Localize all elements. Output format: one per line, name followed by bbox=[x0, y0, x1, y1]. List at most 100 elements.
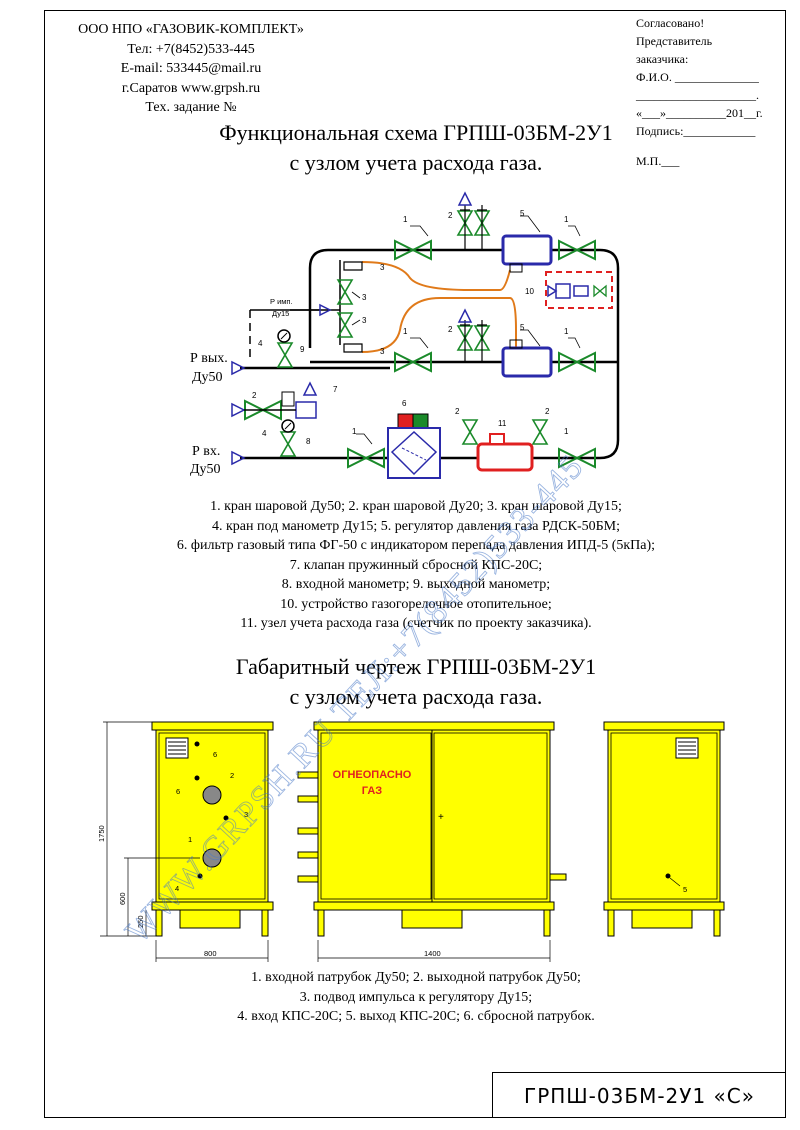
orange-tubes bbox=[361, 261, 517, 355]
legend2-item: 3. подвод импульса к регулятору Ду15; bbox=[299, 989, 533, 1005]
callout-2a: 2 bbox=[448, 211, 453, 220]
dim-height: 1750 bbox=[97, 825, 106, 842]
approval-agreed: Согласовано! bbox=[636, 16, 705, 30]
legend2-item: 4. вход КПС-20С; 5. выход КПС-20С; 6. сб… bbox=[237, 1009, 595, 1024]
callout-10: 10 bbox=[525, 287, 534, 296]
legend1-item: 4. кран под манометр Ду15; 5. регулятор … bbox=[211, 518, 620, 534]
legend1-item: 11. узел учета расхода газа (счетчик по … bbox=[240, 616, 592, 631]
side-callout-3: 3 bbox=[244, 810, 248, 819]
pipelines bbox=[240, 248, 620, 460]
callout-3a: 3 bbox=[362, 293, 367, 302]
cabinet-side-view bbox=[151, 721, 274, 937]
dim-width: 800 bbox=[204, 949, 217, 958]
dim-length: 1400 bbox=[424, 949, 441, 958]
company-name: ООО НПО «ГАЗОВИК-КОМПЛЕКТ» bbox=[78, 22, 304, 37]
cabinet-front-view: + bbox=[297, 721, 567, 937]
legend1-item: 8. входной манометр; 9. выходной маномет… bbox=[281, 577, 551, 592]
legend1-item: 1. кран шаровой Ду50; 2. кран шаровой Ду… bbox=[210, 499, 622, 514]
callout-1f: 1 bbox=[564, 427, 569, 436]
company-phone: Тел: +7(8452)533-445 bbox=[127, 41, 255, 57]
callout-2b: 2 bbox=[448, 325, 453, 334]
callout-9: 9 bbox=[300, 345, 305, 354]
callout-leaders bbox=[351, 215, 581, 445]
callout-7: 7 bbox=[333, 385, 338, 394]
regulator-top bbox=[501, 234, 553, 273]
impulse-line bbox=[249, 260, 341, 360]
side-callout-1: 1 bbox=[188, 835, 192, 844]
side-callout-6b: 6 bbox=[176, 787, 180, 796]
callout-3d: 3 bbox=[380, 347, 385, 356]
side-callout-4: 4 bbox=[175, 884, 179, 893]
right-callout-5: 5 bbox=[683, 885, 687, 894]
cabinet-right-view bbox=[603, 721, 725, 937]
svg-text:+: + bbox=[438, 812, 444, 823]
callout-2c: 2 bbox=[252, 391, 257, 400]
approval-line: ____________________. bbox=[636, 88, 759, 102]
callout-5b: 5 bbox=[520, 323, 525, 332]
drawing-title-1: Габаритный чертеж ГРПШ-03БМ-2У1 bbox=[235, 654, 597, 679]
approval-fio: Ф.И.О. ______________ bbox=[636, 70, 759, 84]
side-view-callouts: 6 2 6 3 1 4 bbox=[175, 750, 248, 893]
p-imp-label-1: Р имп. bbox=[270, 297, 293, 306]
legend-functional: 1. кран шаровой Ду50; 2. кран шаровой Ду… bbox=[46, 497, 786, 634]
side-callout-6a: 6 bbox=[213, 750, 217, 759]
callout-1c: 1 bbox=[403, 327, 408, 336]
callout-8: 8 bbox=[306, 437, 311, 446]
manometers bbox=[277, 329, 295, 433]
callout-1d: 1 bbox=[564, 327, 569, 336]
callout-2e: 2 bbox=[545, 407, 550, 416]
legend1-item: 7. клапан пружинный сбросной КПС-20С; bbox=[289, 557, 543, 573]
regulator-bottom bbox=[501, 339, 553, 378]
callout-3c: 3 bbox=[380, 263, 385, 272]
legend-dimensional: 1. входной патрубок Ду50; 2. выходной па… bbox=[46, 968, 786, 1027]
callout-4a: 4 bbox=[258, 339, 263, 348]
tech-task: Тех. задание № bbox=[145, 100, 237, 115]
sheet-border bbox=[44, 10, 786, 1118]
company-city-site: г.Саратов www.grpsh.ru bbox=[121, 80, 261, 96]
company-email: E-mail: 533445@mail.ru bbox=[120, 61, 262, 76]
side-dimensions: 1750 600 250 800 bbox=[97, 825, 217, 958]
relief-arrows bbox=[231, 191, 558, 466]
p-imp-label-2: Ду15 bbox=[272, 309, 289, 318]
approval-block: Согласовано! Представитель заказчика: Ф.… bbox=[636, 14, 786, 170]
title-stamp: ГРПШ-03БМ-2У1 «С» bbox=[492, 1072, 786, 1118]
warning-line-1: ОГНЕОПАСНО bbox=[333, 769, 412, 781]
drawing-title-2: с узлом учета расхода газа. bbox=[289, 684, 543, 709]
relief-valve bbox=[244, 391, 317, 419]
callout-6: 6 bbox=[402, 399, 407, 408]
burner-device bbox=[545, 271, 613, 309]
callout-2d: 2 bbox=[455, 407, 460, 416]
approval-rep2: заказчика: bbox=[636, 52, 689, 66]
gas-meter bbox=[476, 433, 534, 472]
scheme-title-2: с узлом учета расхода газа. bbox=[289, 150, 543, 175]
legend1-item: 6. фильтр газовый типа ФГ-50 с индикатор… bbox=[176, 538, 656, 553]
impulse-blocks bbox=[343, 209, 487, 353]
scheme-title-1: Функциональная схема ГРПШ-03БМ-2У1 bbox=[219, 120, 613, 145]
dim-250: 250 bbox=[136, 915, 145, 928]
pressure-labels: Р вых. Ду50 Р вх. Ду50 bbox=[190, 351, 228, 477]
side-dimension-lines bbox=[100, 721, 269, 962]
warning-text: ОГНЕОПАСНО ГАЗ bbox=[333, 769, 412, 797]
approval-seal: М.П.___ bbox=[636, 154, 680, 168]
approval-date: «___»__________201__г. bbox=[636, 106, 763, 120]
p-in-label-2: Ду50 bbox=[190, 462, 221, 477]
legend1-item: 10. устройство газогорелочное отопительн… bbox=[280, 596, 552, 612]
callout-numbers: 1 1 1 1 1 1 2 2 2 2 2 3 3 3 3 4 4 5 5 6 … bbox=[252, 209, 569, 446]
valves-vertical bbox=[277, 205, 548, 457]
approval-signature: Подпись:____________ bbox=[636, 124, 756, 138]
warning-line-2: ГАЗ bbox=[362, 785, 382, 797]
front-dimension-lines bbox=[317, 940, 551, 962]
p-in-label-1: Р вх. bbox=[192, 444, 220, 459]
p-out-label-1: Р вых. bbox=[190, 351, 228, 366]
side-callout-2: 2 bbox=[230, 771, 234, 780]
p-out-label-2: Ду50 bbox=[192, 370, 223, 385]
callout-5a: 5 bbox=[520, 209, 525, 218]
dim-600: 600 bbox=[118, 892, 127, 905]
callout-4b: 4 bbox=[262, 429, 267, 438]
legend2-item: 1. входной патрубок Ду50; 2. выходной па… bbox=[251, 970, 581, 985]
callout-11: 11 bbox=[498, 419, 507, 428]
callout-1a: 1 bbox=[403, 215, 408, 224]
company-block: ООО НПО «ГАЗОВИК-КОМПЛЕКТ» Тел: +7(8452)… bbox=[46, 20, 336, 118]
